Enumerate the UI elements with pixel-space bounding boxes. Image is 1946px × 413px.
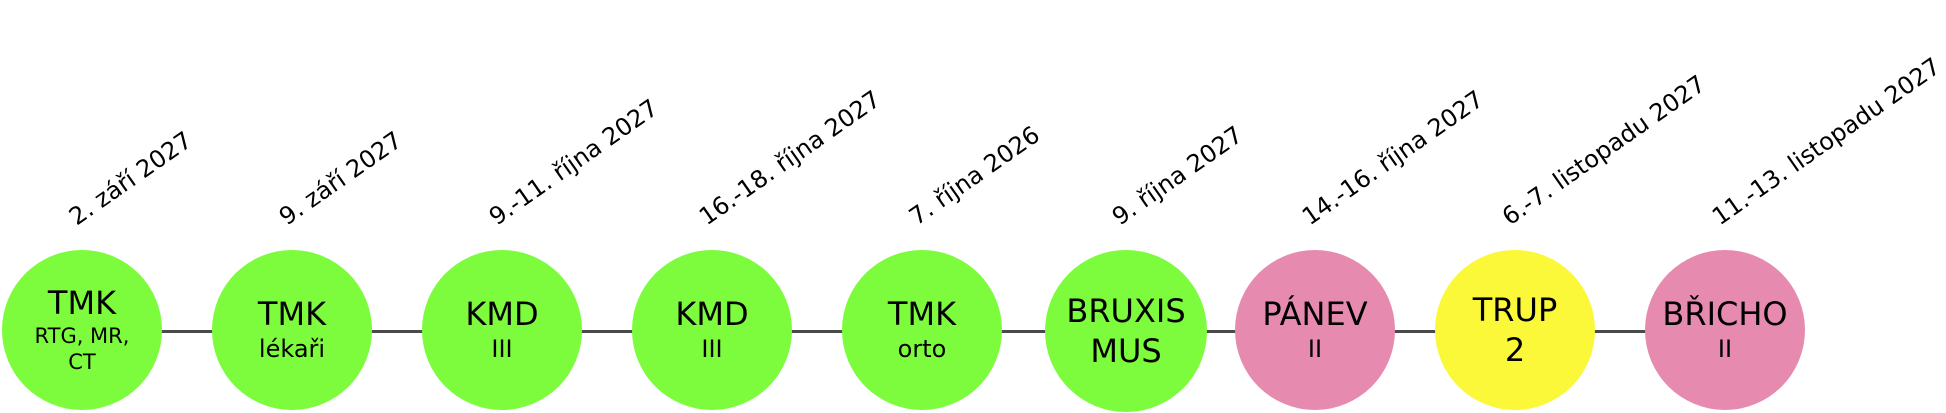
timeline-node: 2. září 2027 TMK RTG, MR, CT bbox=[2, 0, 197, 413]
event-title: BRUXIS bbox=[1066, 292, 1186, 330]
event-title: TRUP bbox=[1472, 291, 1558, 329]
event-subtitle: orto bbox=[897, 335, 947, 363]
event-subtitle: lékaři bbox=[258, 335, 326, 363]
event-subtitle: MUS bbox=[1090, 332, 1162, 370]
event-date: 9. září 2027 bbox=[274, 125, 408, 231]
timeline-node: 11.-13. listopadu 2027 BŘICHO II bbox=[1645, 0, 1946, 413]
event-title: KMD bbox=[675, 295, 749, 333]
event-title: KMD bbox=[465, 295, 539, 333]
event-subtitle: II bbox=[1307, 335, 1323, 363]
event-subtitle: RTG, MR, CT bbox=[34, 324, 130, 374]
event-title: TMK bbox=[47, 284, 117, 322]
timeline-node: 16.-18. října 2027 KMD III bbox=[632, 0, 886, 413]
timeline-node: 14.-16. října 2027 PÁNEV II bbox=[1235, 0, 1489, 413]
timeline-node: 9. září 2027 TMK lékaři bbox=[212, 0, 407, 413]
event-subtitle: III bbox=[491, 335, 513, 363]
event-circle: BŘICHO II bbox=[1645, 250, 1805, 410]
timeline-node: 7. října 2026 TMK orto bbox=[842, 0, 1045, 413]
timeline-node: 9.-11. října 2027 KMD III bbox=[422, 0, 663, 413]
event-circle: TMK lékaři bbox=[212, 250, 372, 410]
event-circle: BRUXIS MUS bbox=[1045, 250, 1207, 412]
event-date: 9. října 2027 bbox=[1107, 120, 1248, 231]
event-title: PÁNEV bbox=[1262, 295, 1368, 333]
event-subtitle: 2 bbox=[1504, 331, 1526, 369]
event-circle: TMK orto bbox=[842, 250, 1002, 410]
event-circle: KMD III bbox=[422, 250, 582, 410]
event-date: 11.-13. listopadu 2027 bbox=[1707, 52, 1946, 231]
event-subtitle: II bbox=[1717, 335, 1733, 363]
timeline-node: 9. října 2027 BRUXIS MUS bbox=[1045, 0, 1248, 413]
event-title: TMK bbox=[257, 295, 327, 333]
event-title: TMK bbox=[887, 295, 957, 333]
event-date: 7. října 2026 bbox=[904, 120, 1045, 231]
event-subtitle: III bbox=[701, 335, 723, 363]
event-date: 2. září 2027 bbox=[64, 125, 198, 231]
event-circle: PÁNEV II bbox=[1235, 250, 1395, 410]
event-circle: TMK RTG, MR, CT bbox=[2, 250, 162, 410]
event-circle: TRUP 2 bbox=[1435, 250, 1595, 410]
event-title: BŘICHO bbox=[1662, 295, 1788, 333]
timeline-node: 6.-7. listopadu 2027 TRUP 2 bbox=[1435, 0, 1711, 413]
event-circle: KMD III bbox=[632, 250, 792, 410]
